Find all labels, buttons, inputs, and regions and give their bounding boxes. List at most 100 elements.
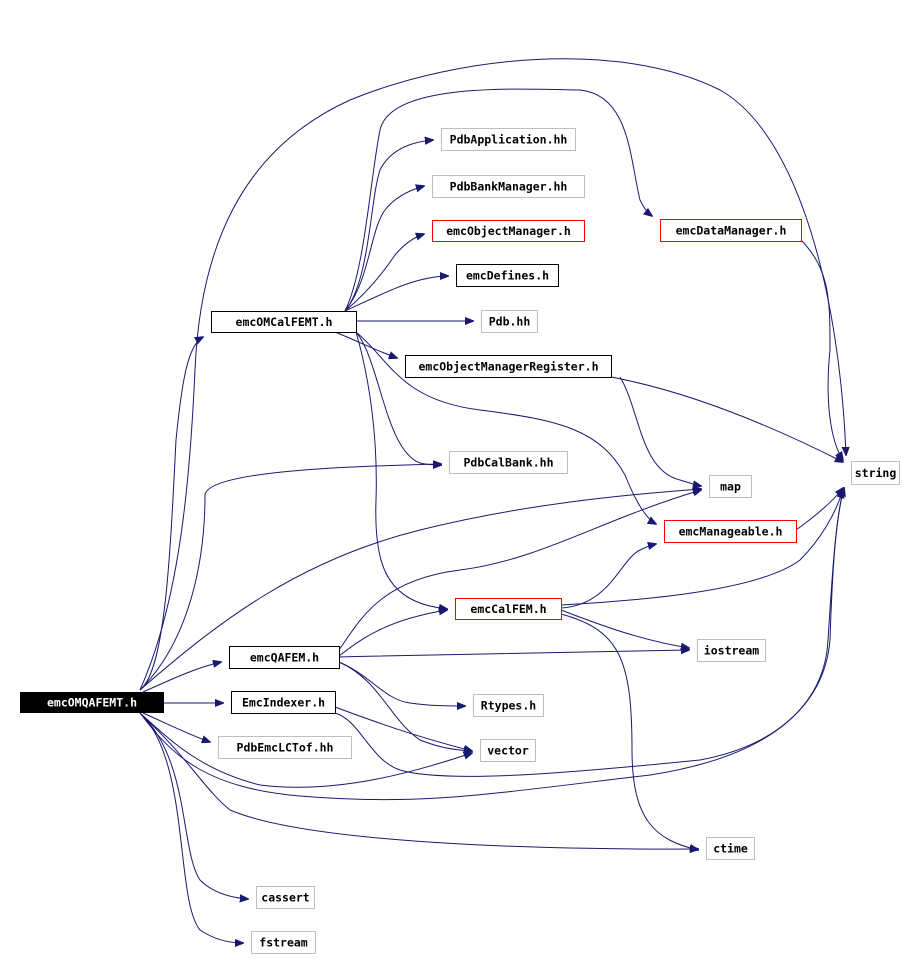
edge-objreg-to-map xyxy=(619,376,701,486)
node-label-pdbapp: PdbApplication.hh xyxy=(450,133,568,147)
node-calbank[interactable]: PdbCalBank.hh xyxy=(449,451,568,474)
node-map[interactable]: map xyxy=(709,475,752,498)
node-objmgr[interactable]: emcObjectManager.h xyxy=(432,220,585,242)
node-box-datamgr xyxy=(660,219,802,242)
node-string[interactable]: string xyxy=(851,461,900,485)
node-omcal[interactable]: emcOMCalFEMT.h xyxy=(211,311,357,333)
edge-root-to-string xyxy=(139,488,844,801)
node-box-map xyxy=(709,475,752,498)
edge-root-to-map xyxy=(139,489,701,691)
node-defines[interactable]: emcDefines.h xyxy=(456,264,559,287)
node-manageable[interactable]: emcManageable.h xyxy=(664,520,797,543)
node-label-objmgr: emcObjectManager.h xyxy=(446,224,571,238)
node-label-manageable: emcManageable.h xyxy=(679,525,783,539)
node-label-rtypes: Rtypes.h xyxy=(481,699,536,713)
node-label-root: emcOMQAFEMT.h xyxy=(47,696,137,710)
edge-omcal-to-pdbbank xyxy=(344,186,424,312)
node-label-objreg: emcObjectManagerRegister.h xyxy=(418,360,598,374)
node-box-qafem xyxy=(229,646,340,669)
edge-calfem-to-ctime xyxy=(560,613,698,850)
node-box-calfem xyxy=(455,598,562,620)
node-box-ctime xyxy=(706,837,755,860)
node-label-vector: vector xyxy=(487,744,529,758)
edge-root-to-calbank xyxy=(139,464,441,691)
edge-omcal-to-manageable xyxy=(355,331,656,524)
node-box-manageable xyxy=(664,520,797,543)
node-label-datamgr: emcDataManager.h xyxy=(676,224,787,238)
node-pdbbank[interactable]: PdbBankManager.hh xyxy=(432,175,585,198)
edge-qafem-to-rtypes xyxy=(338,661,465,706)
node-label-lctof: PdbEmcLCTof.hh xyxy=(237,741,334,755)
node-label-string: string xyxy=(855,466,897,480)
node-box-calbank xyxy=(449,451,568,474)
node-box-pdbbank xyxy=(432,175,585,198)
node-box-cassert xyxy=(256,886,315,909)
edge-objreg-to-string xyxy=(610,376,843,462)
node-box-pdbapp xyxy=(441,128,576,151)
node-vector[interactable]: vector xyxy=(480,739,536,762)
edge-qafem-to-calfem xyxy=(338,610,447,657)
node-box-pdb xyxy=(481,310,538,333)
node-qafem[interactable]: emcQAFEM.h xyxy=(229,646,340,669)
node-pdb[interactable]: Pdb.hh xyxy=(481,310,538,333)
node-label-map: map xyxy=(720,480,741,494)
node-rtypes[interactable]: Rtypes.h xyxy=(473,694,544,717)
node-label-ctime: ctime xyxy=(713,842,748,856)
edge-root-to-omcal xyxy=(139,337,203,691)
node-box-rtypes xyxy=(473,694,544,717)
node-lctof[interactable]: PdbEmcLCTof.hh xyxy=(218,736,352,759)
edge-calfem-to-string xyxy=(560,490,843,606)
node-box-iostream xyxy=(697,639,766,662)
node-label-qafem: emcQAFEM.h xyxy=(250,651,319,665)
node-box-vector xyxy=(480,739,536,762)
node-label-cassert: cassert xyxy=(261,891,310,905)
node-iostream[interactable]: iostream xyxy=(697,639,766,662)
node-label-defines: emcDefines.h xyxy=(466,269,549,283)
node-ctime[interactable]: ctime xyxy=(706,837,755,860)
edge-root-to-vector xyxy=(139,712,472,788)
node-root: emcOMQAFEMT.h xyxy=(20,692,164,713)
edge-indexer-to-string xyxy=(334,488,844,777)
nodes-layer: emcOMQAFEMT.h emcOMCalFEMT.h PdbApplicatio… xyxy=(20,128,900,954)
node-objreg[interactable]: emcObjectManagerRegister.h xyxy=(405,355,612,378)
edge-root-to-fstream xyxy=(139,712,243,943)
node-label-omcal: emcOMCalFEMT.h xyxy=(236,315,333,329)
edge-root-to-lctof xyxy=(142,712,210,742)
edge-omcal-to-calfem xyxy=(355,331,447,609)
node-label-iostream: iostream xyxy=(704,644,759,658)
node-box-lctof xyxy=(218,736,352,759)
node-pdbapp[interactable]: PdbApplication.hh xyxy=(441,128,576,151)
node-label-indexer: EmcIndexer.h xyxy=(242,696,325,710)
node-box-fstream xyxy=(251,931,316,954)
edge-omcal-to-objreg xyxy=(334,331,397,358)
node-label-pdb: Pdb.hh xyxy=(489,315,531,329)
node-box-defines xyxy=(456,264,559,287)
node-cassert[interactable]: cassert xyxy=(256,886,315,909)
node-calfem[interactable]: emcCalFEM.h xyxy=(455,598,562,620)
node-label-pdbbank: PdbBankManager.hh xyxy=(450,180,568,194)
node-label-fstream: fstream xyxy=(259,936,308,950)
node-box-string xyxy=(851,461,900,485)
edge-calfem-to-manageable xyxy=(560,544,656,609)
edges-layer xyxy=(139,58,846,943)
node-datamgr[interactable]: emcDataManager.h xyxy=(660,219,802,242)
node-label-calfem: emcCalFEM.h xyxy=(470,602,546,616)
node-label-calbank: PdbCalBank.hh xyxy=(463,456,553,470)
edge-indexer-to-vector xyxy=(334,706,472,751)
edge-root-to-qafem xyxy=(142,662,221,693)
edge-omcal-to-datamgr xyxy=(344,88,652,312)
edge-root-to-datamgr xyxy=(139,58,846,691)
edge-qafem-to-vector xyxy=(338,661,472,751)
node-box-root xyxy=(20,692,164,713)
edge-qafem-to-map xyxy=(338,490,701,651)
node-fstream[interactable]: fstream xyxy=(251,931,316,954)
node-box-objreg xyxy=(405,355,612,378)
edge-omcal-to-calbank xyxy=(355,331,441,465)
edge-root-to-ctime xyxy=(139,712,698,849)
node-indexer[interactable]: EmcIndexer.h xyxy=(231,691,336,714)
node-box-indexer xyxy=(231,691,336,714)
edge-datamgr-to-string xyxy=(800,239,843,460)
node-box-omcal xyxy=(211,311,357,333)
edge-calfem-to-iostream xyxy=(560,609,689,648)
